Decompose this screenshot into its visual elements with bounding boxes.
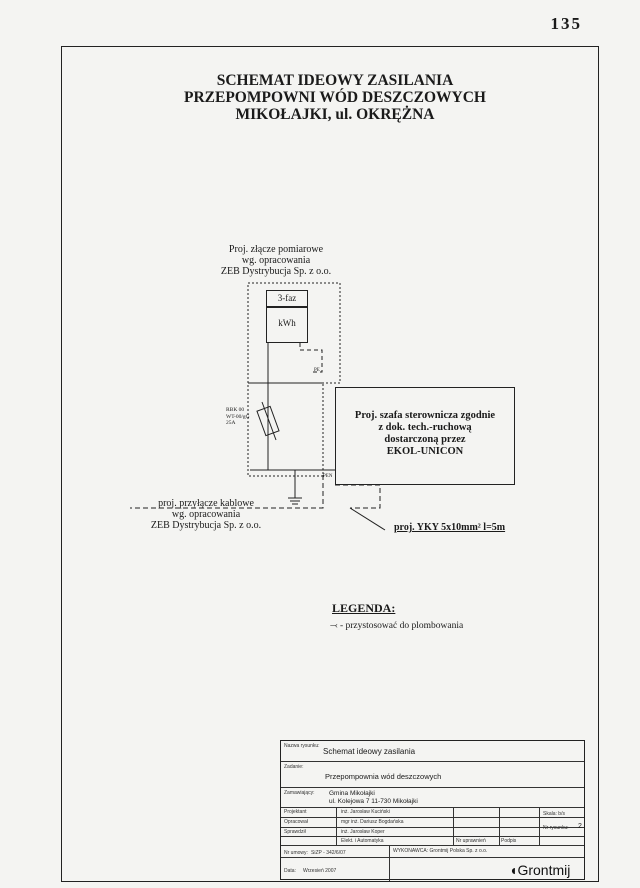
tb-branch-name: Elekt. i Automatyka bbox=[341, 838, 384, 844]
tb-client-label: Zamawiający: bbox=[284, 790, 315, 796]
tb-contract-label: Nr umowy: bbox=[284, 850, 308, 856]
tb-task-label: Zadanie: bbox=[284, 764, 304, 770]
cable-connection-line-2: wg. opracowania bbox=[171, 509, 241, 520]
tb-checker-name: mgr inż. Dariusz Bogdańska bbox=[341, 819, 404, 825]
page-number: 135 bbox=[550, 14, 582, 33]
tb-verifier-label: Sprawdził bbox=[284, 829, 306, 835]
pen-label: PEN bbox=[323, 474, 333, 479]
fuse-line-2: WT-00/gG bbox=[226, 413, 250, 420]
title-line-3: MIKOŁAJKI, ul. OKRĘŻNA bbox=[235, 106, 435, 123]
cable-connection-line-1: proj. przyłącze kablowe bbox=[158, 498, 254, 509]
phase-box: 3-faz bbox=[266, 290, 308, 307]
cable-connection-label: proj. przyłącze kablowe wg. opracowania … bbox=[136, 498, 276, 531]
legend-item-text: - przystosować do plombowania bbox=[339, 621, 464, 631]
tb-contract: SiZP - 342/6/07 bbox=[311, 850, 346, 856]
tb-date: Wrzesień 2007 bbox=[303, 868, 337, 874]
tb-branch-row: Elekt. i Automatyka Nr uprawnień Podpis bbox=[281, 836, 584, 845]
cable-spec-label: proj. YKY 5x10mm² l=5m bbox=[394, 522, 506, 533]
logo-text: Grontmij bbox=[517, 862, 571, 878]
tb-designer-label: Projektant bbox=[284, 809, 307, 815]
title-line-1: SCHEMAT IDEOWY ZASILANIA bbox=[216, 72, 454, 89]
meter-connection-label: Proj. złącze pomiarowe wg. opracowania Z… bbox=[208, 244, 344, 277]
drawing-frame bbox=[61, 46, 599, 882]
tb-date-row: Data: Wrzesień 2007 ◖Grontmij bbox=[281, 857, 584, 881]
kwh-meter-box: kWh bbox=[266, 307, 308, 343]
tb-designer-name: inż. Jarosław Kuciński bbox=[341, 809, 390, 815]
tb-verifier-name: inż. Jarosław Koper bbox=[341, 829, 385, 835]
switch-enclosure bbox=[247, 382, 324, 477]
logo-mark-icon: ◖ bbox=[509, 862, 518, 878]
cabinet-line-3: dostarczoną przez bbox=[384, 434, 466, 445]
tb-drawing-no-label: Nr rysunku: bbox=[543, 825, 569, 831]
seal-symbol-icon: ⤙ bbox=[330, 621, 338, 631]
grontmij-logo: ◖Grontmij bbox=[509, 862, 570, 878]
tb-date-label: Data: bbox=[284, 868, 296, 874]
tb-name-label: Nazwa rysunku: bbox=[284, 743, 320, 749]
cabinet-line-1: Proj. szafa sterownicza zgodnie bbox=[354, 410, 496, 421]
tb-contract-row: Nr umowy: SiZP - 342/6/07 WYKONAWCA: Gro… bbox=[281, 845, 584, 857]
tb-task-row: Zadanie: Przepompownia wód deszczowych bbox=[281, 761, 584, 787]
tb-client-row: Zamawiający: Gmina Mikołajki ul. Kolejow… bbox=[281, 787, 584, 807]
legend-item: ⤙ - przystosować do plombowania bbox=[330, 620, 463, 631]
tb-name: Schemat ideowy zasilania bbox=[323, 747, 416, 756]
tb-sign-label: Podpis bbox=[501, 838, 517, 844]
legend-title: LEGENDA: bbox=[332, 601, 396, 615]
tb-drawing-no: 2 bbox=[578, 823, 582, 830]
fuse-line-1: RBK 00 bbox=[226, 407, 245, 413]
tb-scale-label: Skala: b/s bbox=[543, 811, 565, 817]
control-cabinet-label: Proj. szafa sterownicza zgodnie z dok. t… bbox=[337, 410, 513, 458]
fuse-label: RBK 00 WT-00/gG 25A bbox=[226, 407, 250, 427]
title-block: Nazwa rysunku: Schemat ideowy zasilania … bbox=[280, 740, 585, 881]
fuse-symbol bbox=[256, 405, 280, 437]
tb-client-line-1: Gmina Mikołajki bbox=[329, 790, 375, 797]
cabinet-line-2: z dok. tech.-ruchową bbox=[378, 422, 472, 433]
meter-connection-line-2: wg. opracowania bbox=[241, 255, 311, 266]
cabinet-line-4: EKOL-UNICON bbox=[386, 446, 464, 457]
control-cabinet bbox=[335, 387, 515, 485]
tb-checker-label: Opracował bbox=[284, 819, 308, 825]
meter-connection-line-1: Proj. złącze pomiarowe bbox=[228, 244, 324, 255]
fuse-line-3: 25A bbox=[226, 420, 236, 426]
drawing-title: SCHEMAT IDEOWY ZASILANIA PRZEPOMPOWNI WÓ… bbox=[150, 72, 520, 123]
tb-perm-label: Nr uprawnień bbox=[456, 838, 486, 844]
meter-connection-line-3: ZEB Dystrybucja Sp. z o.o. bbox=[220, 266, 332, 277]
tb-task: Przepompownia wód deszczowych bbox=[325, 772, 442, 781]
tb-verifier-row: Sprawdził inż. Jarosław Koper bbox=[281, 827, 584, 836]
title-line-2: PRZEPOMPOWNI WÓD DESZCZOWYCH bbox=[184, 89, 486, 106]
pe-label: PE bbox=[314, 368, 320, 373]
cable-connection-line-3: ZEB Dystrybucja Sp. z o.o. bbox=[150, 520, 262, 531]
tb-client-line-2: ul. Kolejowa 7 11-730 Mikołajki bbox=[329, 798, 418, 805]
tb-name-row: Nazwa rysunku: Schemat ideowy zasilania bbox=[281, 741, 584, 761]
tb-checker-row: Opracował mgr inż. Dariusz Bogdańska bbox=[281, 817, 584, 827]
tb-designer-row: Projektant inż. Jarosław Kuciński bbox=[281, 807, 584, 817]
tb-contractor: WYKONAWCA: Grontmij Polska Sp. z o.o. bbox=[393, 848, 488, 854]
